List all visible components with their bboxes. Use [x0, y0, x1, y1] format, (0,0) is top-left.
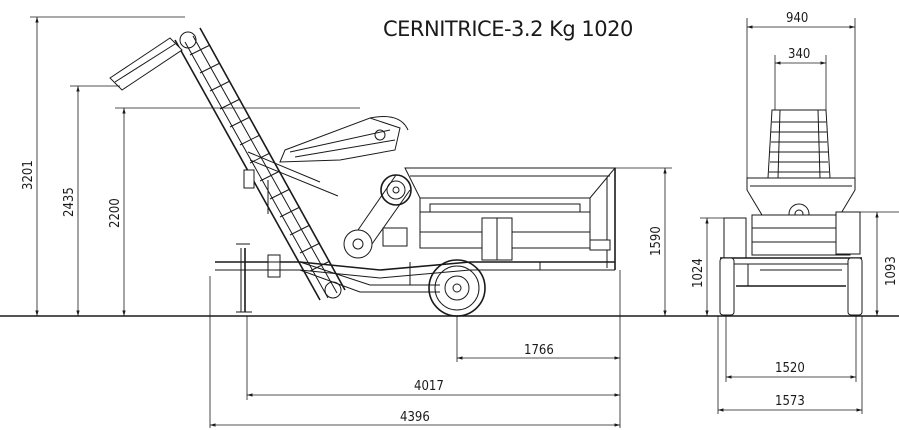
dim-1573: 1573: [775, 394, 805, 409]
front-hopper: [723, 177, 861, 259]
dim-340: 340: [788, 47, 810, 62]
dim-4017: 4017: [414, 379, 444, 394]
front-dimensions: 940 340 1024 1093 1520 1573: [691, 11, 899, 414]
dim-1520: 1520: [775, 361, 805, 376]
dim-3201: 3201: [21, 160, 36, 190]
dim-4396: 4396: [400, 410, 430, 425]
dim-1766: 1766: [524, 343, 554, 358]
dim-1093: 1093: [884, 256, 899, 286]
dim-1590: 1590: [649, 226, 664, 256]
front-elevator: [767, 109, 831, 179]
elevator: [109, 27, 346, 301]
side-wheel: [428, 259, 486, 317]
side-view: [109, 27, 617, 317]
front-frame: [720, 257, 862, 287]
front-wheels: [719, 257, 863, 316]
dim-940: 940: [786, 11, 808, 26]
front-view: [719, 109, 863, 316]
drawing-title: CERNITRICE-3.2 Kg 1020: [383, 17, 633, 41]
hopper-body: [404, 167, 617, 261]
fan-pulley: [343, 174, 412, 259]
jack-stand: [236, 243, 281, 313]
side-dimensions: 3201 2435 2200 1590 1766 4017 4396: [21, 16, 672, 428]
dim-2435: 2435: [62, 187, 77, 217]
dim-1024: 1024: [691, 258, 706, 288]
dim-2200: 2200: [108, 198, 123, 228]
upper-sieve: [279, 116, 409, 163]
